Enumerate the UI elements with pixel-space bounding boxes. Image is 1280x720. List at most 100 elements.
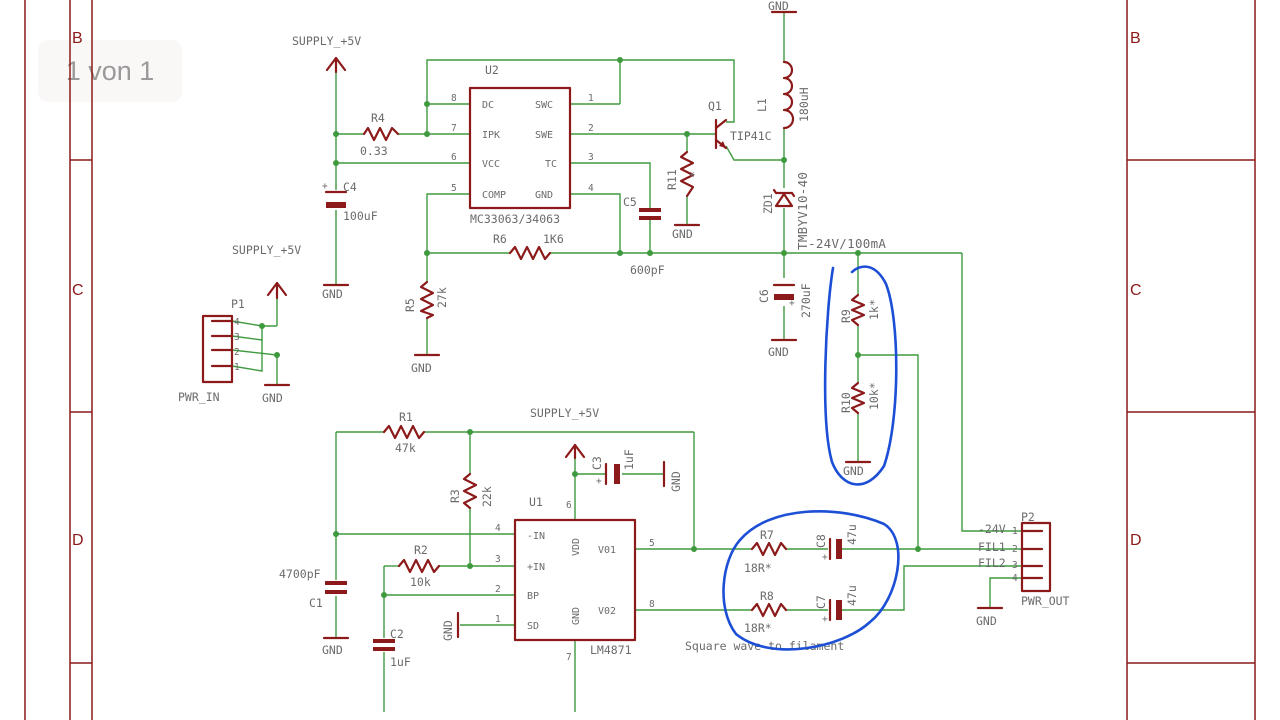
- r2-ref: R2: [414, 543, 428, 557]
- u2-pin-vcc: VCC: [482, 159, 500, 170]
- c2-value: 1uF: [390, 655, 411, 669]
- supply-symbol-mid: SUPPLY_+5V: [232, 243, 301, 300]
- capacitor-c3: + C3 1uF: [590, 449, 636, 487]
- l1-value: 180uH: [797, 87, 811, 122]
- gnd-c1-label: GND: [322, 643, 343, 657]
- annotation-marks: [722, 265, 900, 651]
- capacitor-c8: + C8 47u: [814, 524, 859, 563]
- u2-pinno-7: 7: [451, 123, 457, 134]
- p1-value: PWR_IN: [178, 390, 220, 404]
- zd1-value: TMBYV10-40: [795, 172, 810, 250]
- u2-pin-gnd: GND: [535, 190, 553, 201]
- supply-label-top: SUPPLY_+5V: [292, 34, 361, 48]
- svg-text:+: +: [596, 476, 602, 487]
- r4-value: 0.33: [360, 144, 388, 158]
- u1-pin-v02: V02: [598, 606, 616, 617]
- u1-pinno-7: 7: [566, 652, 572, 663]
- r10-value: 10k*: [867, 382, 881, 410]
- r10-ref: R10: [839, 392, 853, 413]
- wires: [231, 12, 1022, 712]
- u1-pinno-4: 4: [495, 523, 501, 534]
- p1-pin-3: 3: [234, 332, 240, 343]
- r4-ref: R4: [371, 111, 385, 125]
- gnd-p2-label: GND: [976, 614, 997, 628]
- capacitor-c4: + C4 100uF: [322, 180, 378, 223]
- gnd-c4-label: GND: [322, 287, 343, 301]
- resistor-r4: R4 0.33: [360, 111, 400, 158]
- resistor-r6: R6 1K6: [493, 232, 564, 261]
- diode-zd1: ZD1 TMBYV10-40: [761, 172, 810, 250]
- annotation-loop-divider: [823, 265, 898, 486]
- zone-label-d-left: D: [72, 532, 84, 549]
- p2-pin-4: 4: [1012, 573, 1018, 584]
- c1-ref: C1: [309, 596, 323, 610]
- u2-pin-tc: TC: [545, 159, 557, 170]
- zone-label-d-right: D: [1130, 532, 1142, 549]
- u1-pin-gnd: GND: [571, 607, 582, 625]
- u1-pin-v01: V01: [598, 545, 616, 556]
- supply-label-mid: SUPPLY_+5V: [232, 243, 301, 257]
- r7-value: 18R*: [744, 561, 772, 575]
- c6-value: 270uF: [799, 283, 813, 318]
- p2-pin-1: 1: [1012, 526, 1018, 537]
- c7-value: 47u: [845, 585, 859, 606]
- u2-pin-swc: SWC: [535, 100, 553, 111]
- resistor-r8: R8 18R*: [744, 589, 788, 635]
- u1-pin-bp: BP: [527, 591, 539, 602]
- zone-label-c-left: C: [72, 282, 84, 299]
- c5-ref: C5: [623, 195, 637, 209]
- capacitor-c7: + C7 47u: [814, 585, 859, 625]
- r8-value: 18R*: [744, 621, 772, 635]
- connector-p1: 4 3 2 1 P1 PWR_IN: [178, 297, 245, 404]
- u1-pinno-1: 1: [495, 614, 501, 625]
- u2-pin-swe: SWE: [535, 130, 553, 141]
- p2-pin-2: 2: [1012, 544, 1018, 555]
- supply-symbol-u1: SUPPLY_+5V: [530, 406, 599, 460]
- r3-ref: R3: [448, 489, 462, 503]
- gnd-c6-label: GND: [768, 345, 789, 359]
- resistor-r11: R11 *: [665, 150, 701, 198]
- r5-value: 27k: [435, 287, 449, 308]
- junctions: [259, 57, 921, 598]
- u1-pin-minus-in: -IN: [527, 531, 545, 542]
- gnd-r11-label: GND: [672, 227, 693, 241]
- r3-value: 22k: [480, 486, 494, 507]
- page-indicator[interactable]: 1 von 1: [38, 40, 182, 102]
- c8-value: 47u: [845, 524, 859, 545]
- p1-pin-4: 4: [234, 317, 240, 328]
- gnd-r10-label: GND: [843, 464, 864, 478]
- r9-ref: R9: [839, 309, 853, 323]
- p2-ref: P2: [1021, 510, 1035, 524]
- svg-text:+: +: [822, 552, 828, 563]
- r1-value: 47k: [395, 441, 416, 455]
- u2-pin-dc: DC: [482, 100, 494, 111]
- p2-net-fil1: FIL1: [978, 540, 1006, 554]
- zone-label-c-right: C: [1130, 282, 1142, 299]
- u2-pinno-5: 5: [451, 183, 457, 194]
- gnd-l1-label: GND: [768, 0, 789, 13]
- u2-pinno-4: 4: [588, 183, 594, 194]
- u1-pinno-8: 8: [649, 599, 655, 610]
- c6-ref: C6: [757, 289, 771, 303]
- resistor-r9: R9 1k*: [839, 293, 881, 327]
- transistor-q1: Q1 TIP41C: [708, 99, 772, 150]
- r2-value: 10k: [410, 575, 431, 589]
- u2-pinno-1: 1: [588, 93, 594, 104]
- u2-value: MC33063/34063: [470, 212, 560, 226]
- gnd-c3-label: GND: [669, 471, 683, 492]
- c3-ref: C3: [590, 456, 604, 470]
- drawing-frame: B B C C D D: [24, 0, 1256, 720]
- u1-ref: U1: [529, 495, 543, 509]
- u1-value: LM4871: [590, 643, 632, 657]
- u2-pinno-2: 2: [588, 123, 594, 134]
- u1-pin-sd: SD: [527, 621, 539, 632]
- gnd-p1-label: GND: [262, 391, 283, 405]
- u2-pin-comp: COMP: [482, 190, 506, 201]
- svg-text:+: +: [322, 181, 328, 192]
- zd1-ref: ZD1: [761, 193, 775, 214]
- c5-value: 600pF: [630, 263, 665, 277]
- c2-ref: C2: [390, 627, 404, 641]
- resistor-r1: R1 47k: [382, 410, 426, 455]
- c7-ref: C7: [814, 595, 828, 609]
